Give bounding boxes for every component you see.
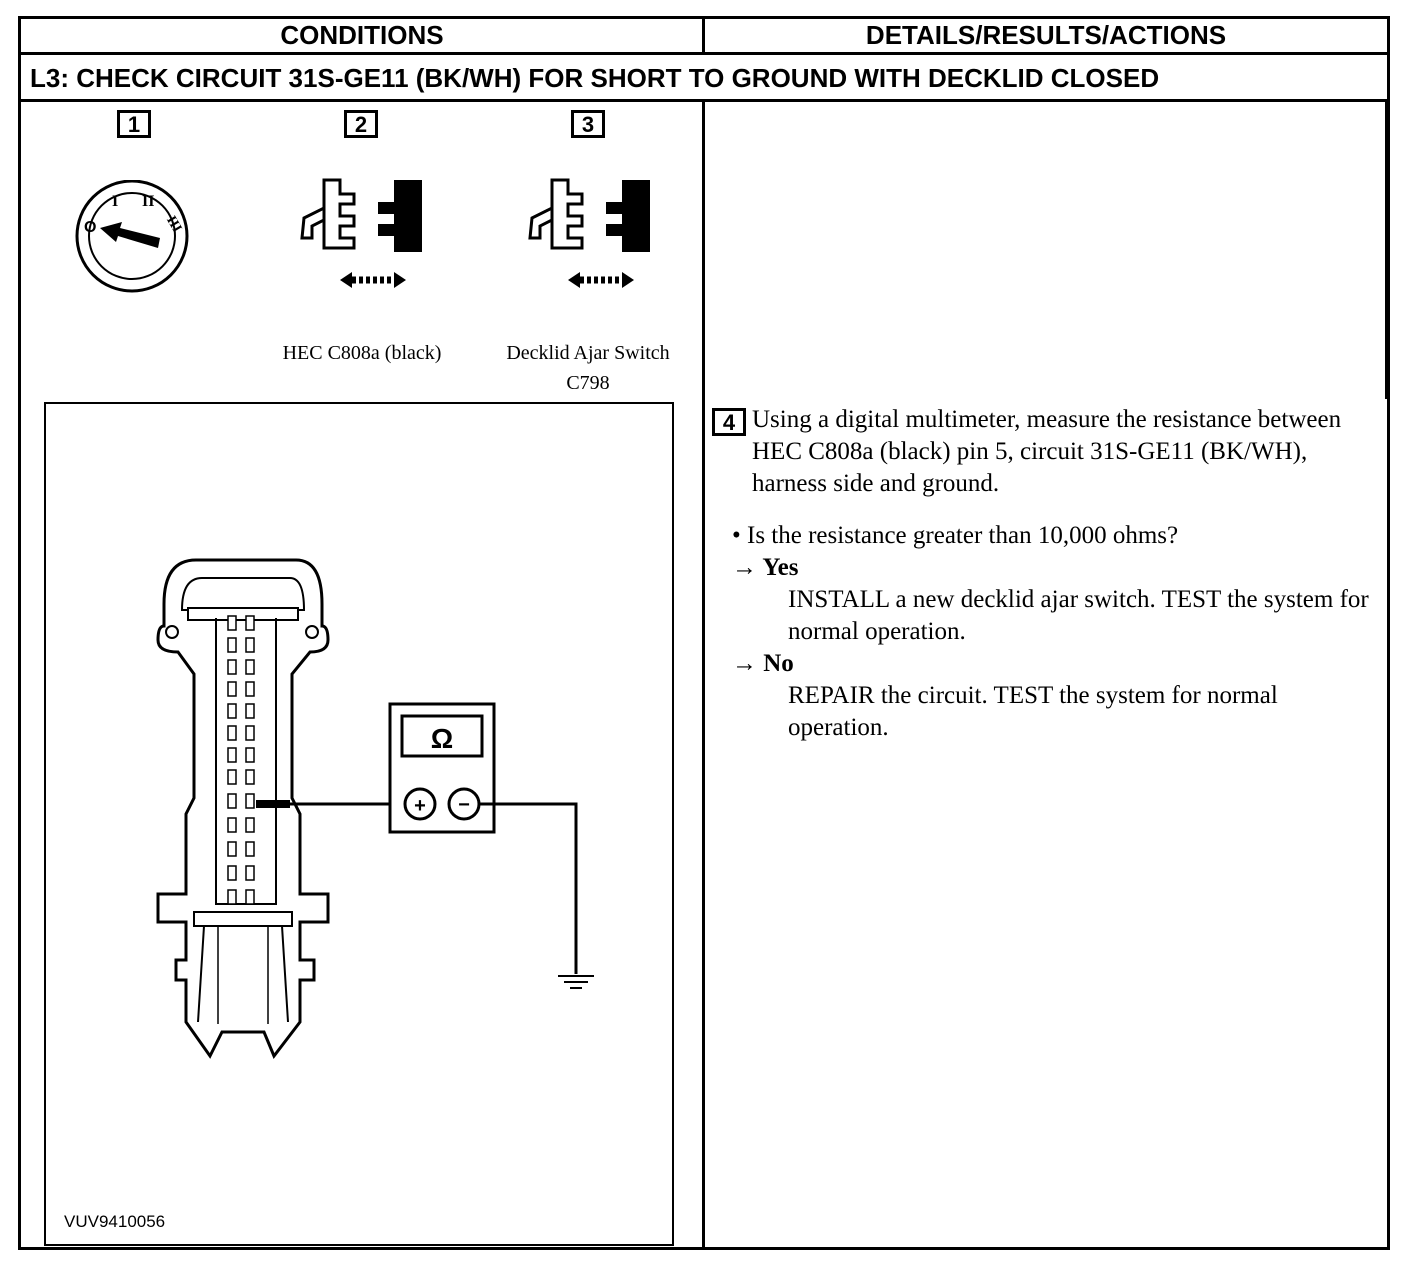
no-action: REPAIR the circuit. TEST the system for … <box>788 682 1278 741</box>
step-4-instruction: Using a digital multimeter, measure the … <box>752 406 1342 497</box>
ohm-symbol: Ω <box>431 723 453 754</box>
step-4-paragraph: 4 Using a digital multimeter, measure th… <box>712 404 1382 500</box>
resistance-question: • Is the resistance greater than 10,000 … <box>732 522 1179 549</box>
right-column-rule <box>1385 99 1387 399</box>
disconnect-connector-icon <box>528 178 650 288</box>
step-2-caption: HEC C808a (black) <box>282 342 442 364</box>
step-title: L3: CHECK CIRCUIT 31S-GE11 (BK/WH) FOR S… <box>30 63 1160 93</box>
column-divider-top <box>702 16 705 55</box>
step-3-caption: Decklid Ajar Switch C798 <box>476 338 700 398</box>
ignition-key-off-icon: O I II III <box>75 180 189 293</box>
minus-terminal-label: − <box>458 794 470 816</box>
step-number-2: 2 <box>344 110 378 138</box>
diagram-frame <box>44 402 674 1246</box>
svg-text:I: I <box>112 193 118 210</box>
yes-action: INSTALL a new decklid ajar switch. TEST … <box>788 586 1369 645</box>
step-number-1: 1 <box>117 110 151 138</box>
step-3-caption-line2: C798 <box>566 372 610 394</box>
details-header: DETAILS/RESULTS/ACTIONS <box>865 20 1227 50</box>
figure-id: VUV9410056 <box>64 1212 166 1231</box>
connector-measurement-diagram: Ω + − <box>156 558 594 1059</box>
column-divider <box>702 99 705 1250</box>
step-number-4: 4 <box>712 408 746 436</box>
step-3-caption-line1: Decklid Ajar Switch <box>506 342 670 364</box>
details-section: 4 Using a digital multimeter, measure th… <box>712 404 1382 744</box>
table-border-right <box>1387 16 1390 1250</box>
yes-label: → Yes <box>732 554 799 581</box>
conditions-header: CONDITIONS <box>280 20 444 50</box>
table-border-left <box>18 16 21 1250</box>
no-label: → No <box>732 650 794 677</box>
disconnect-connector-icon <box>300 178 422 288</box>
plus-terminal-label: + <box>414 795 426 817</box>
svg-text:II: II <box>142 193 154 210</box>
step-number-3: 3 <box>571 110 605 138</box>
svg-text:O: O <box>84 219 96 236</box>
svg-text:III: III <box>163 214 184 236</box>
